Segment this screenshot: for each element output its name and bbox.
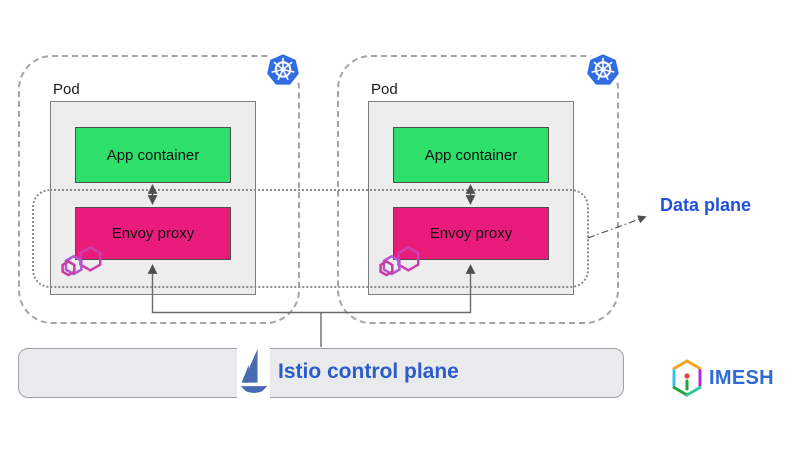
pod-2-label: Pod (371, 81, 398, 98)
kubernetes-icon (585, 52, 621, 88)
imesh-brand: IMESH (669, 357, 774, 399)
istio-control-plane-label: Istio control plane (278, 360, 459, 383)
pod-1-label: Pod (53, 81, 80, 98)
kubernetes-icon (265, 52, 301, 88)
envoy-proxy-1: Envoy proxy (75, 207, 231, 260)
imesh-cube-icon (672, 359, 702, 397)
data-plane-label: Data plane (660, 195, 752, 215)
app-container-1: App container (75, 127, 231, 183)
app-container-2: App container (393, 127, 549, 183)
envoy-proxy-2: Envoy proxy (393, 207, 549, 260)
istio-sailboat-icon (237, 344, 270, 400)
envoy-icon (379, 245, 420, 277)
envoy-icon (61, 245, 102, 277)
imesh-brand-label: IMESH (709, 366, 774, 389)
istio-control-plane-box (18, 348, 624, 398)
